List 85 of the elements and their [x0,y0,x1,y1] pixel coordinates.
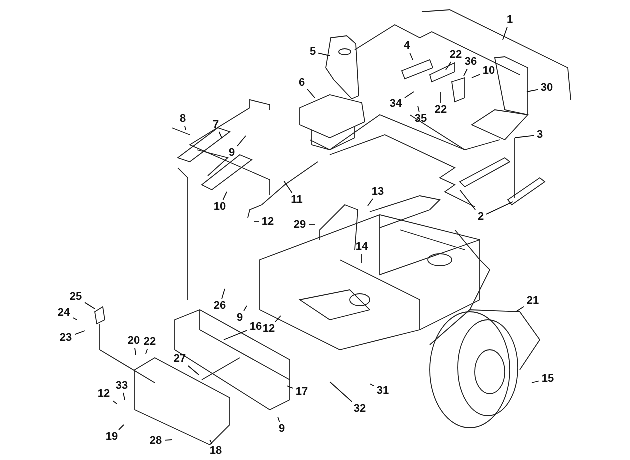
callout-number: 29 [294,219,306,231]
callout-number: 24 [58,307,70,319]
callout-number: 32 [354,403,366,415]
callout-number: 14 [356,241,368,253]
callout-number: 33 [116,380,128,392]
callout-number: 12 [98,388,110,400]
leader-line [370,384,374,387]
callout-number: 22 [144,336,156,348]
leader-line [307,88,316,98]
leader-line [218,132,222,138]
leader-line [410,52,414,60]
leader-line [526,89,538,92]
leader-line [502,26,508,40]
leader-line [275,316,282,322]
leader-line [472,74,480,78]
leader-line [286,386,294,389]
leader-line [244,306,248,312]
callout-number: 20 [128,335,140,347]
leader-line [486,202,514,215]
callout-number: 31 [376,385,390,397]
callout-number: 4 [404,40,410,52]
leader-line [123,392,126,400]
callout-number: 6 [298,77,306,89]
callout-number: 9 [236,312,244,324]
callout-number: 34 [390,98,402,110]
callout-number: 12 [262,216,274,228]
leader-line [72,317,78,320]
callout-number: 5 [310,46,316,58]
leader-line [368,198,374,206]
leader-line [532,380,540,384]
leader-line [222,288,226,300]
leader-line [184,126,186,130]
callout-number: 9 [228,147,236,159]
callout-number: 30 [540,82,554,94]
callout-number: 35 [414,113,428,125]
callout-number: 13 [372,186,384,198]
callout-number: 11 [291,194,303,206]
leader-line [224,330,248,340]
callout-number: 3 [536,129,544,141]
leader-line [284,180,293,194]
leader-line [134,348,136,356]
leader-line [318,52,330,56]
leader-line [308,224,316,226]
callout-number: 12 [262,323,276,335]
callout-number: 15 [542,373,554,385]
callout-number: 36 [464,56,478,68]
callout-number: 7 [212,119,220,131]
leader-line [84,302,96,310]
callout-number: 22 [450,49,462,61]
leader-line [146,348,148,354]
callout-number: 26 [214,300,226,312]
callout-number: 18 [210,445,222,457]
leader-line [112,400,118,404]
leader-line [330,382,353,402]
callout-number: 27 [174,353,186,365]
leader-line [237,136,246,147]
callout-number: 23 [60,332,72,344]
leader-line [418,106,420,112]
leader-line [514,135,535,138]
leader-line [188,366,200,376]
callout-number: 22 [434,104,448,116]
leader-line [404,92,414,98]
callout-number: 2 [478,211,484,223]
callout-number: 17 [296,386,308,398]
callout-number: 1 [506,14,514,26]
leader-line [460,190,476,210]
leader-line [516,306,524,312]
leader-line [118,424,124,430]
callout-number: 10 [214,201,226,213]
leader-line [210,440,213,444]
leader-line [74,330,86,336]
callout-number: 16 [250,321,262,333]
callout-number: 19 [106,431,118,443]
callout-number: 28 [150,435,162,447]
leader-line [164,440,172,441]
leader-line [446,62,452,70]
callout-number: 10 [482,65,496,77]
callout-number: 25 [70,291,82,303]
leader-line [464,68,468,76]
callout-number: 21 [526,295,540,307]
leader-line [440,92,442,104]
leader-line [278,416,280,422]
leader-line [222,192,228,200]
callout-number: 9 [278,423,286,435]
callout-number: 8 [180,113,186,125]
